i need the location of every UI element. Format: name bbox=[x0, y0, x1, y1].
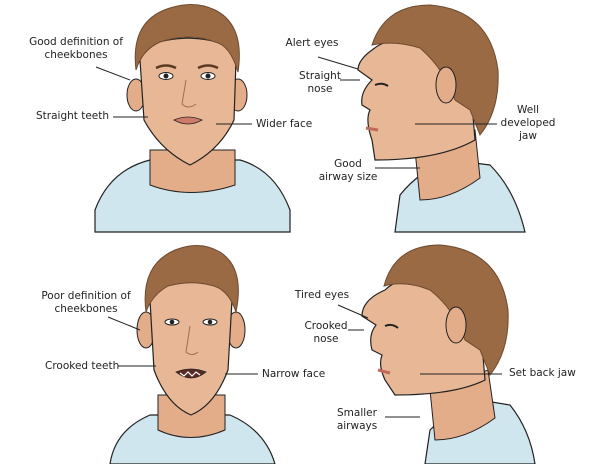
poor-profile-figure bbox=[361, 244, 536, 464]
label-straight-teeth: Straight teeth bbox=[36, 110, 110, 122]
good-front-figure bbox=[94, 4, 291, 233]
label-smaller-airways: Smaller airways bbox=[336, 407, 378, 432]
poor-front-figure bbox=[109, 245, 276, 464]
label-crooked-nose: Crooked nose bbox=[304, 320, 348, 345]
label-good-cheekbones: Good definition of cheekbones bbox=[29, 36, 123, 61]
good-profile-figure bbox=[357, 4, 526, 233]
label-good-airway: Good airway size bbox=[318, 158, 378, 183]
label-alert-eyes: Alert eyes bbox=[285, 37, 339, 49]
label-poor-cheekbones: Poor definition of cheekbones bbox=[41, 290, 131, 315]
label-narrow-face: Narrow face bbox=[262, 368, 326, 380]
leader-lines bbox=[95, 56, 502, 418]
label-tired-eyes: Tired eyes bbox=[294, 289, 350, 301]
label-well-developed-jaw: Well developed jaw bbox=[500, 104, 556, 142]
label-straight-nose: Straight nose bbox=[299, 70, 341, 95]
label-crooked-teeth: Crooked teeth bbox=[45, 360, 120, 372]
label-wider-face: Wider face bbox=[256, 118, 313, 130]
label-set-back-jaw: Set back jaw bbox=[509, 367, 576, 379]
